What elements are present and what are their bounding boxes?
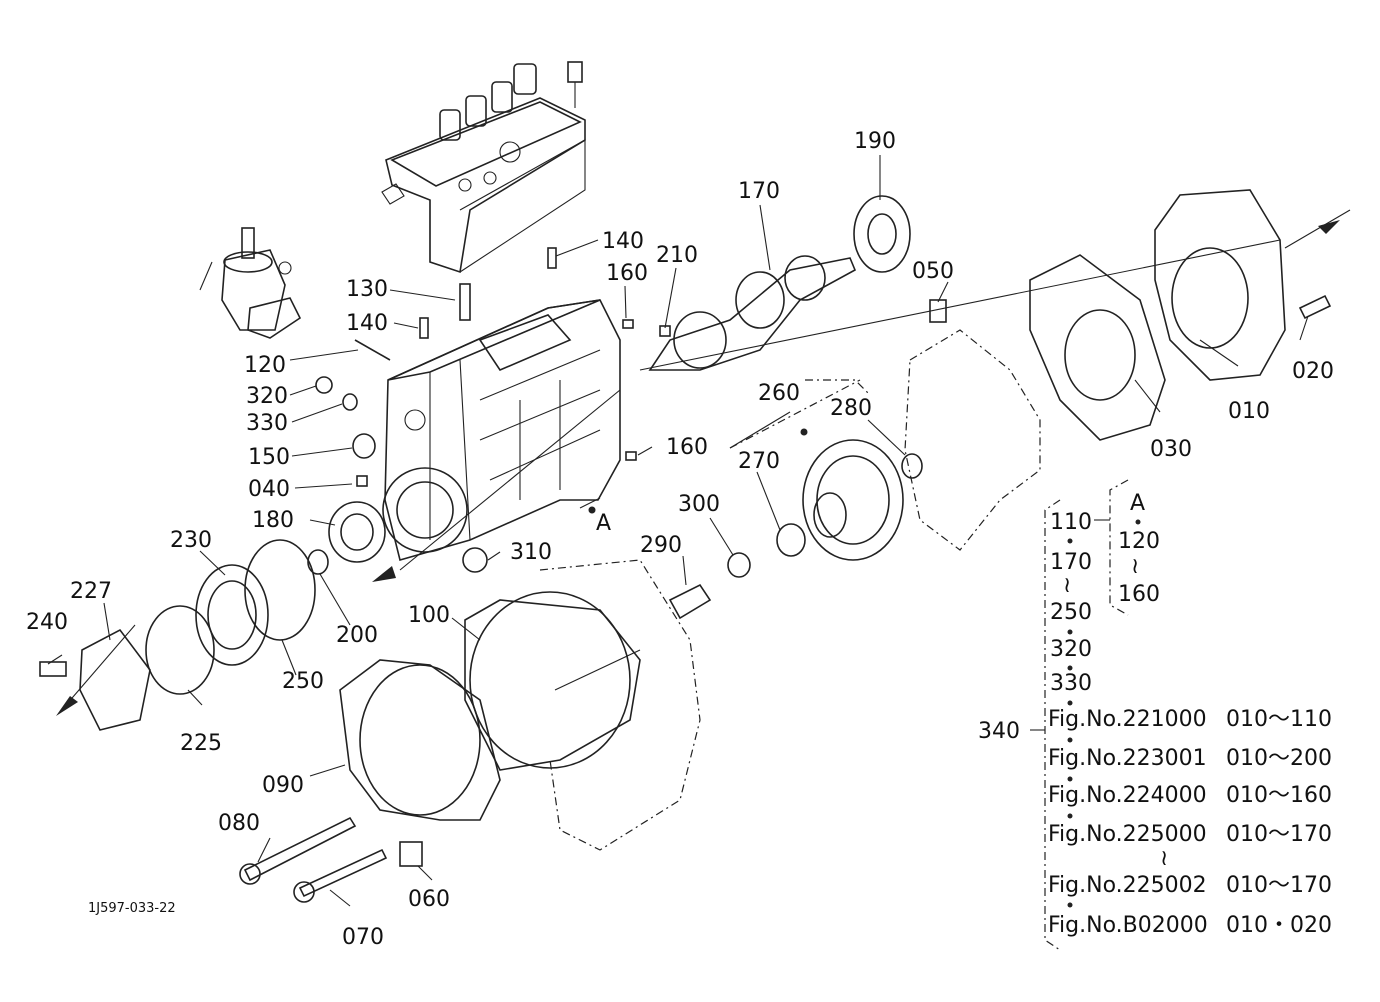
callout-225: 225 — [180, 731, 222, 756]
callout-080: 080 — [218, 811, 260, 836]
callout-140-left: 140 — [346, 311, 388, 336]
kit-item-170: 170 — [1050, 550, 1092, 575]
kit-list: 340 110 170 ≀ 250 320 330 A 120 ≀ 160 Fi… — [978, 491, 1332, 938]
kit-item-110: 110 — [1050, 510, 1092, 535]
feed-pump — [199, 227, 302, 339]
callout-070: 070 — [342, 925, 384, 950]
callout-160-top: 160 — [606, 261, 648, 286]
callout-090: 090 — [262, 773, 304, 798]
callout-140-top: 140 — [602, 229, 644, 254]
gear-assembly — [668, 439, 923, 620]
callout-320: 320 — [246, 384, 288, 409]
callout-170: 170 — [738, 179, 780, 204]
callout-227: 227 — [70, 579, 112, 604]
callout-180: 180 — [252, 508, 294, 533]
kit-brackets — [805, 379, 1129, 951]
fig-225000-range: 010～170 — [1226, 822, 1332, 847]
callout-150: 150 — [248, 445, 290, 470]
callout-290: 290 — [640, 533, 682, 558]
fig-221000: Fig.No.221000 — [1048, 707, 1207, 732]
callout-260: 260 — [758, 381, 800, 406]
callout-250: 250 — [282, 669, 324, 694]
left-cover-group — [39, 501, 386, 731]
pump-housing — [382, 299, 621, 561]
camshaft — [648, 195, 911, 371]
callout-040: 040 — [248, 477, 290, 502]
injection-pump — [381, 61, 586, 274]
subgroup-A: A — [1130, 491, 1145, 516]
callout-200: 200 — [336, 623, 378, 648]
callout-020: 020 — [1292, 359, 1334, 384]
kit-label-340: 340 — [978, 719, 1020, 744]
leader-lines — [47, 155, 1309, 907]
callout-130: 130 — [346, 277, 388, 302]
callout-060: 060 — [408, 887, 450, 912]
small-parts — [315, 247, 671, 573]
subgroup-120: 120 — [1118, 529, 1160, 554]
fig-225002-range: 010～170 — [1226, 873, 1332, 898]
fig-tilde: ≀ — [1160, 846, 1168, 871]
fig-224000: Fig.No.224000 — [1048, 783, 1207, 808]
gear-case — [239, 559, 701, 903]
kit-item-320: 320 — [1050, 637, 1092, 662]
callout-330: 330 — [246, 411, 288, 436]
callout-160-right: 160 — [666, 435, 708, 460]
callout-A: A — [596, 511, 611, 536]
callout-230: 230 — [170, 528, 212, 553]
callout-210: 210 — [656, 243, 698, 268]
right-gaskets — [904, 189, 1332, 551]
subgroup-160: 160 — [1118, 582, 1160, 607]
callout-240: 240 — [26, 610, 68, 635]
subgroup-tilde: ≀ — [1131, 554, 1139, 579]
assembly-arrows — [56, 209, 1351, 716]
fig-B02000: Fig.No.B02000 — [1048, 913, 1208, 938]
fig-221000-range: 010～110 — [1226, 707, 1332, 732]
fig-223001: Fig.No.223001 — [1048, 746, 1207, 771]
fig-224000-range: 010～160 — [1226, 783, 1332, 808]
callout-300: 300 — [678, 492, 720, 517]
fig-225002: Fig.No.225002 — [1048, 873, 1207, 898]
callout-100: 100 — [408, 603, 450, 628]
fig-225000: Fig.No.225000 — [1048, 822, 1207, 847]
callout-270: 270 — [738, 449, 780, 474]
fig-B02000-range: 010・020 — [1226, 913, 1332, 938]
callout-010: 010 — [1228, 399, 1270, 424]
callout-050: 050 — [912, 259, 954, 284]
callout-190: 190 — [854, 129, 896, 154]
diagram-code: 1J597-033-22 — [88, 901, 176, 916]
callout-280: 280 — [830, 396, 872, 421]
part-callouts: 010 020 030 040 050 060 070 080 090 100 … — [26, 129, 1334, 950]
kit-item-330: 330 — [1050, 671, 1092, 696]
callout-120: 120 — [244, 353, 286, 378]
kit-tilde-1: ≀ — [1063, 573, 1071, 598]
callout-310: 310 — [510, 540, 552, 565]
kit-item-250: 250 — [1050, 600, 1092, 625]
fig-223001-range: 010～200 — [1226, 746, 1332, 771]
callout-030: 030 — [1150, 437, 1192, 462]
